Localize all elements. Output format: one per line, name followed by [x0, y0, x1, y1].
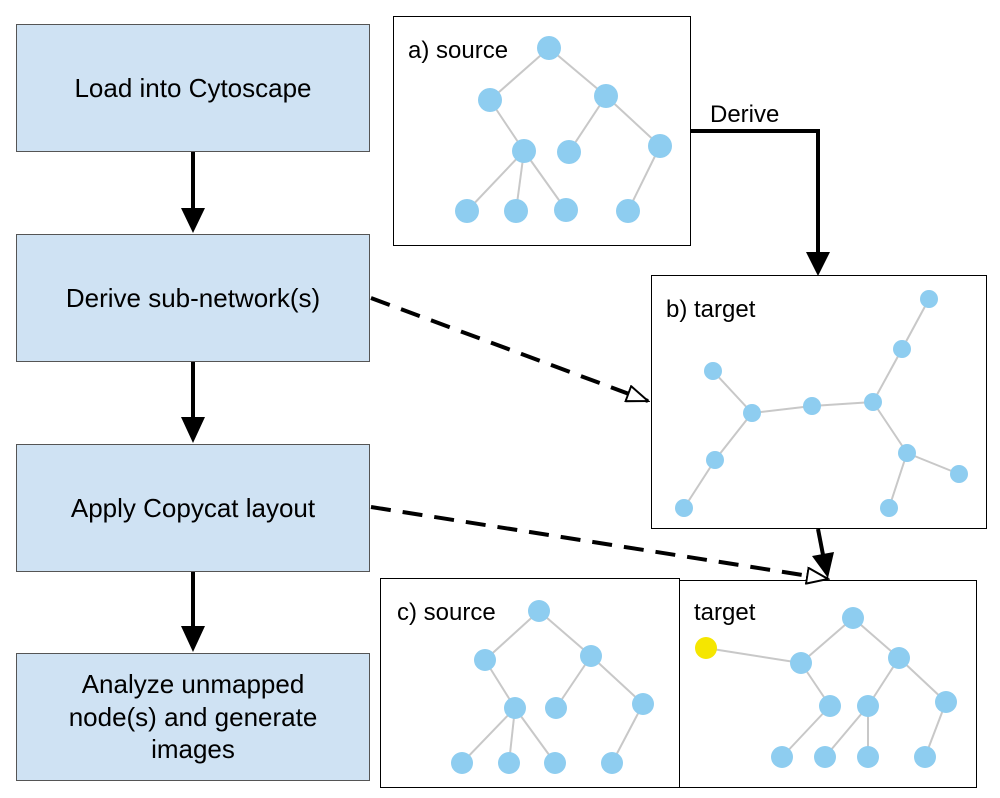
derive-arrowhead — [806, 252, 830, 276]
dashed-arrow-derive-to-target — [370, 296, 648, 403]
step-apply-copycat-layout: Apply Copycat layout — [16, 444, 370, 572]
arrow-b-to-c — [816, 528, 826, 561]
step-derive-subnetworks: Derive sub-network(s) — [16, 234, 370, 362]
arrowhead-load-to-derive — [181, 208, 205, 233]
panel-a-label: a) source — [408, 37, 509, 64]
arrowhead-derive-to-apply — [181, 417, 205, 443]
panel-c-target-label: target — [694, 599, 756, 626]
panel-a-source: a) source — [393, 16, 691, 246]
arrowhead-b-to-c — [812, 552, 834, 578]
step-label: Apply Copycat layout — [70, 492, 316, 523]
panel-b-target: b) target — [651, 275, 987, 529]
arrowhead-apply-to-analyze — [181, 626, 205, 652]
derive-path — [691, 129, 820, 258]
step-label: Derive sub-network(s) — [65, 282, 321, 313]
step-label: Analyze unmapped node(s) and generate im… — [68, 669, 318, 765]
step-label: Load into Cytoscape — [74, 72, 312, 103]
derive-edge-label: Derive — [710, 101, 780, 128]
panel-c-target: target — [679, 580, 977, 788]
panel-c-source: c) source — [380, 578, 680, 788]
step-analyze-unmapped-nodes: Analyze unmapped node(s) and generate im… — [16, 653, 370, 781]
flow-arrows — [181, 152, 205, 652]
step-load-into-cytoscape: Load into Cytoscape — [16, 24, 370, 152]
panel-c-source-label: c) source — [397, 599, 496, 626]
panel-b-label: b) target — [666, 296, 756, 323]
